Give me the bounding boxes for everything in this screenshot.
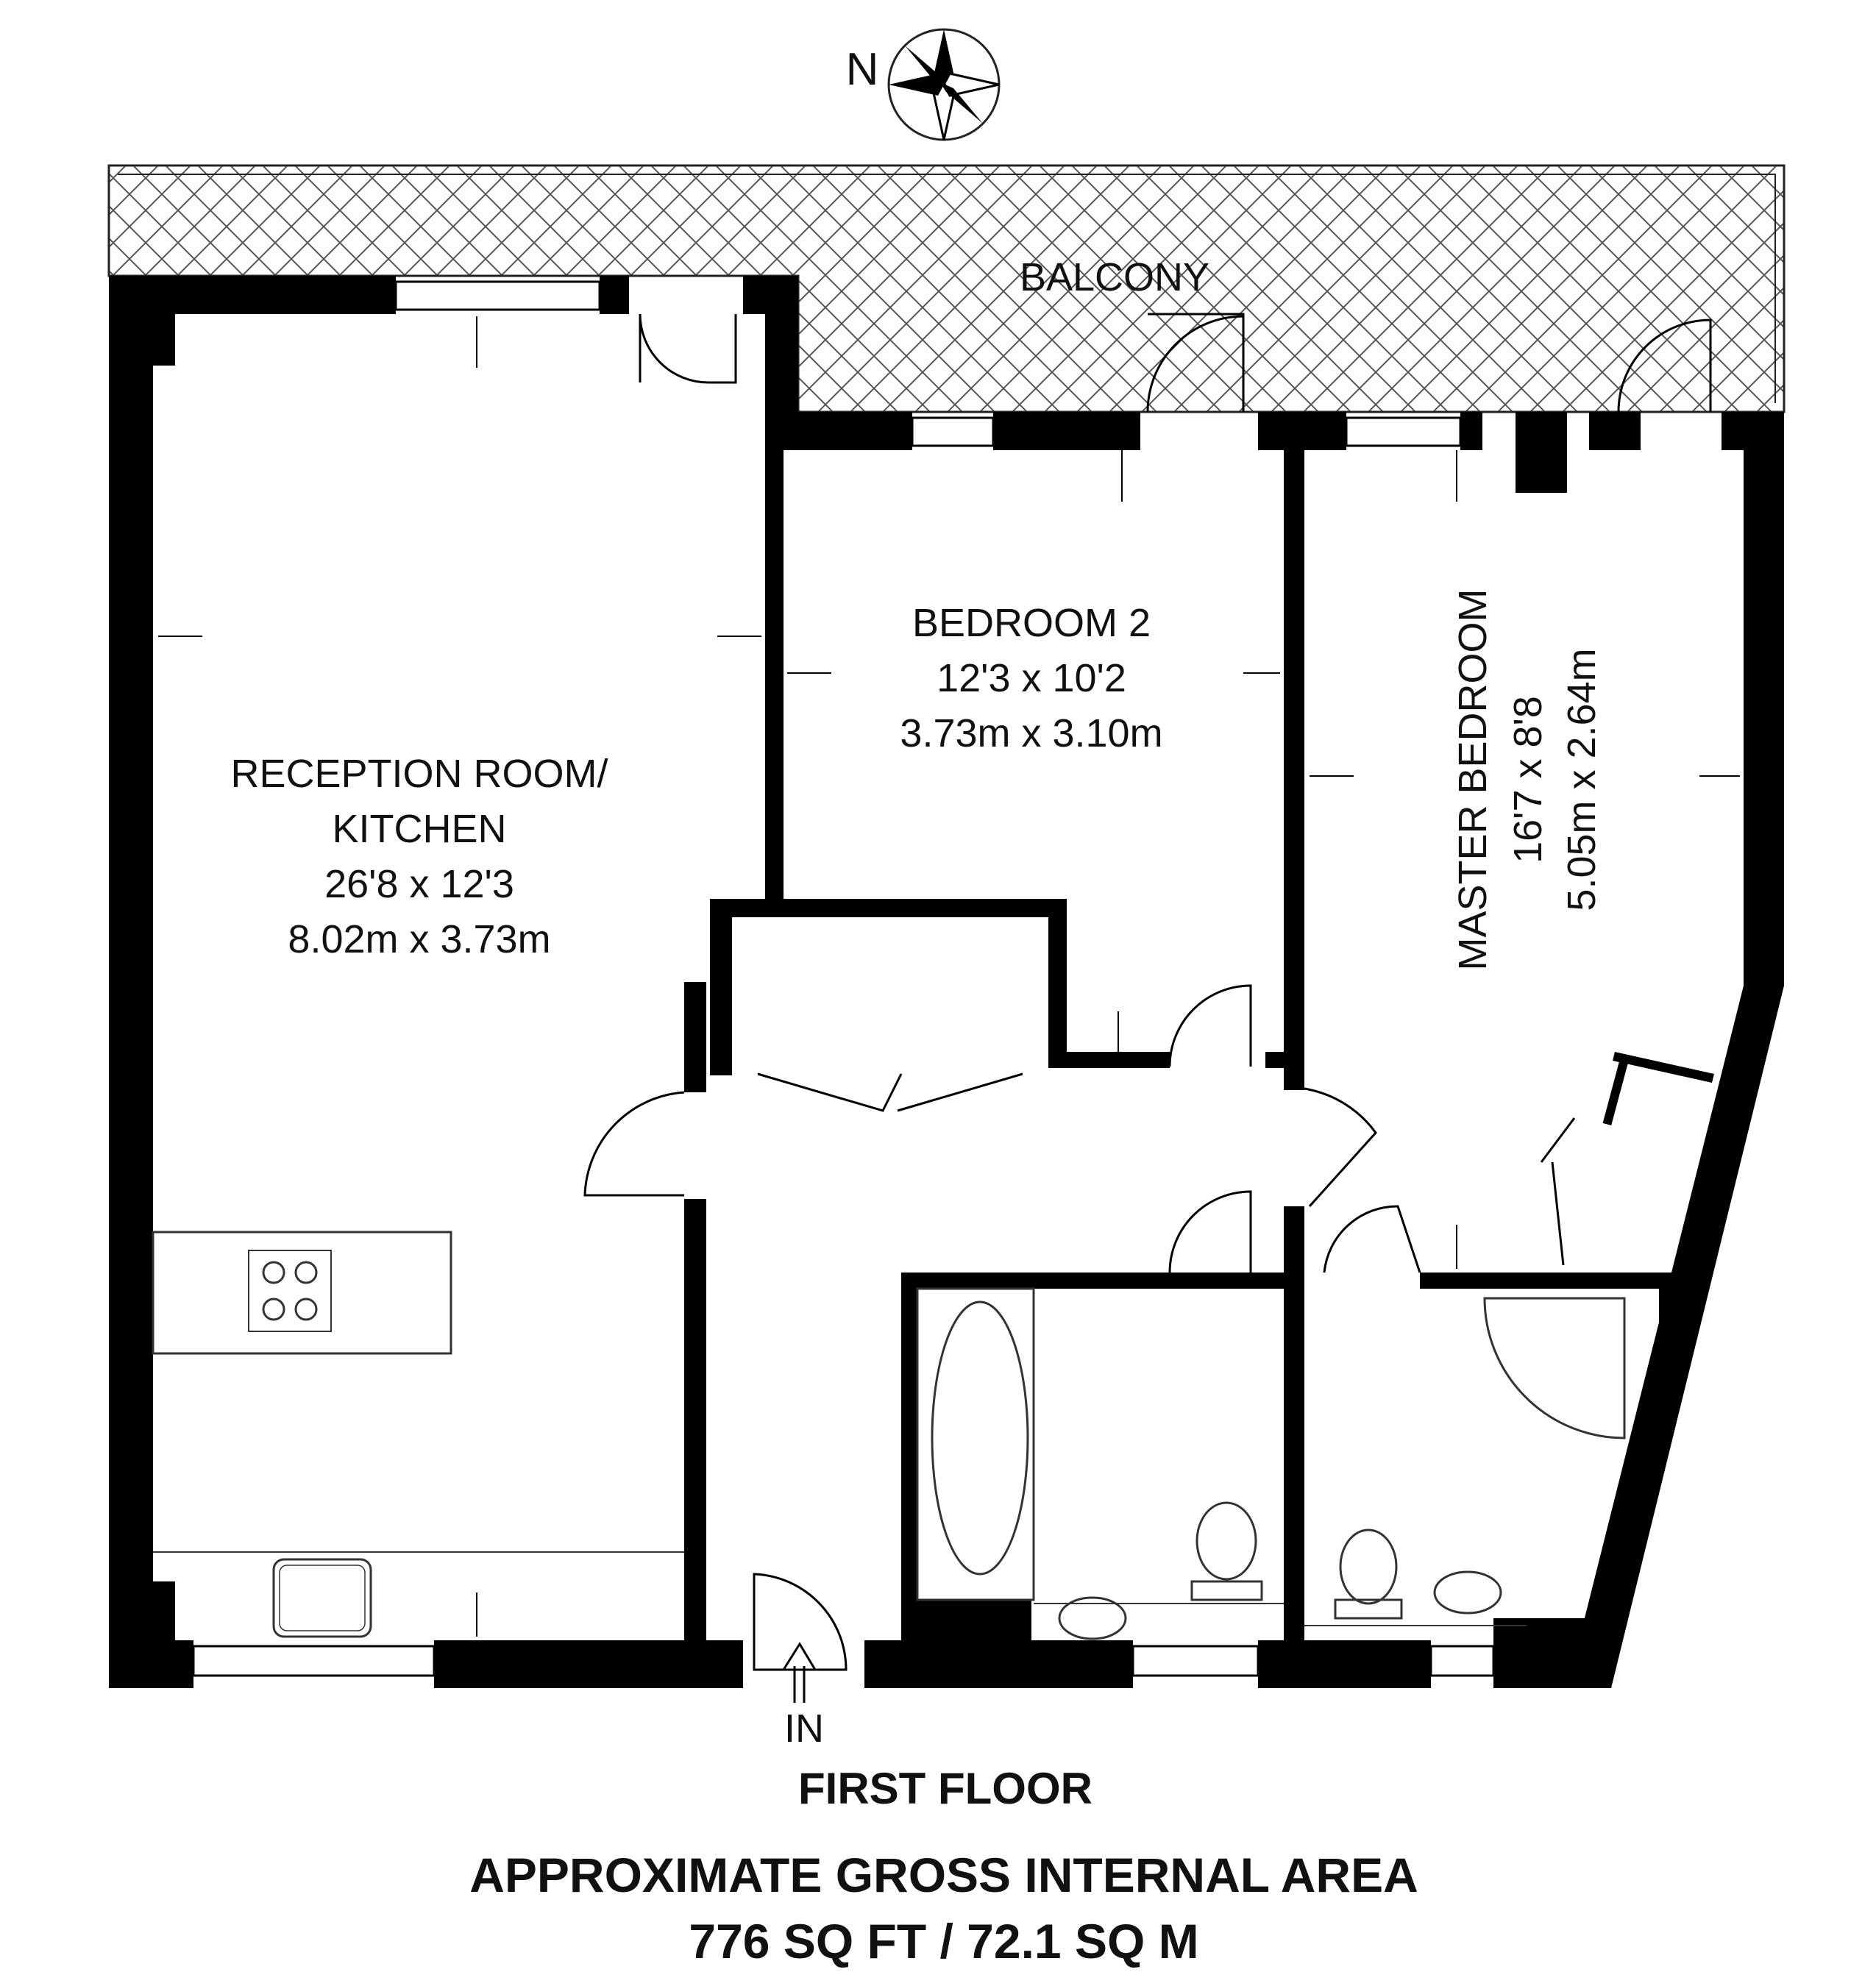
bathroom-fixtures <box>916 1287 1626 1640</box>
bedroom-2-imperial: 12'3 x 10'2 <box>937 656 1126 700</box>
floor-label: FIRST FLOOR <box>798 1764 1092 1813</box>
doors <box>583 313 1712 1671</box>
reception-room-imperial: 26'8 x 12'3 <box>324 862 514 906</box>
compass-north-label: N <box>846 44 879 95</box>
compass-rose-icon <box>887 28 1001 141</box>
area-title: APPROXIMATE GROSS INTERNAL AREA <box>469 1848 1418 1902</box>
kitchen-island <box>152 1231 684 1638</box>
windows <box>192 280 1495 1677</box>
balcony-label: BALCONY <box>1020 255 1209 299</box>
reception-room-metric: 8.02m x 3.73m <box>288 917 550 961</box>
master-bedroom-title: MASTER BEDROOM <box>1451 588 1495 970</box>
bedroom-2-title: BEDROOM 2 <box>912 601 1151 645</box>
reception-room-title: RECEPTION ROOM/ <box>230 752 608 796</box>
area-value: 776 SQ FT / 72.1 SQ M <box>689 1914 1198 1968</box>
reception-room-title-2: KITCHEN <box>332 807 506 851</box>
master-bedroom-imperial: 16'7 x 8'8 <box>1506 696 1550 864</box>
walls <box>109 276 1784 1688</box>
dimension-markers <box>158 316 1740 1637</box>
bedroom-2-metric: 3.73m x 3.10m <box>900 711 1162 755</box>
entrance-label: IN <box>784 1706 824 1751</box>
master-bedroom-metric: 5.05m x 2.64m <box>1560 648 1604 911</box>
entrance-arrow-icon <box>781 1642 817 1703</box>
